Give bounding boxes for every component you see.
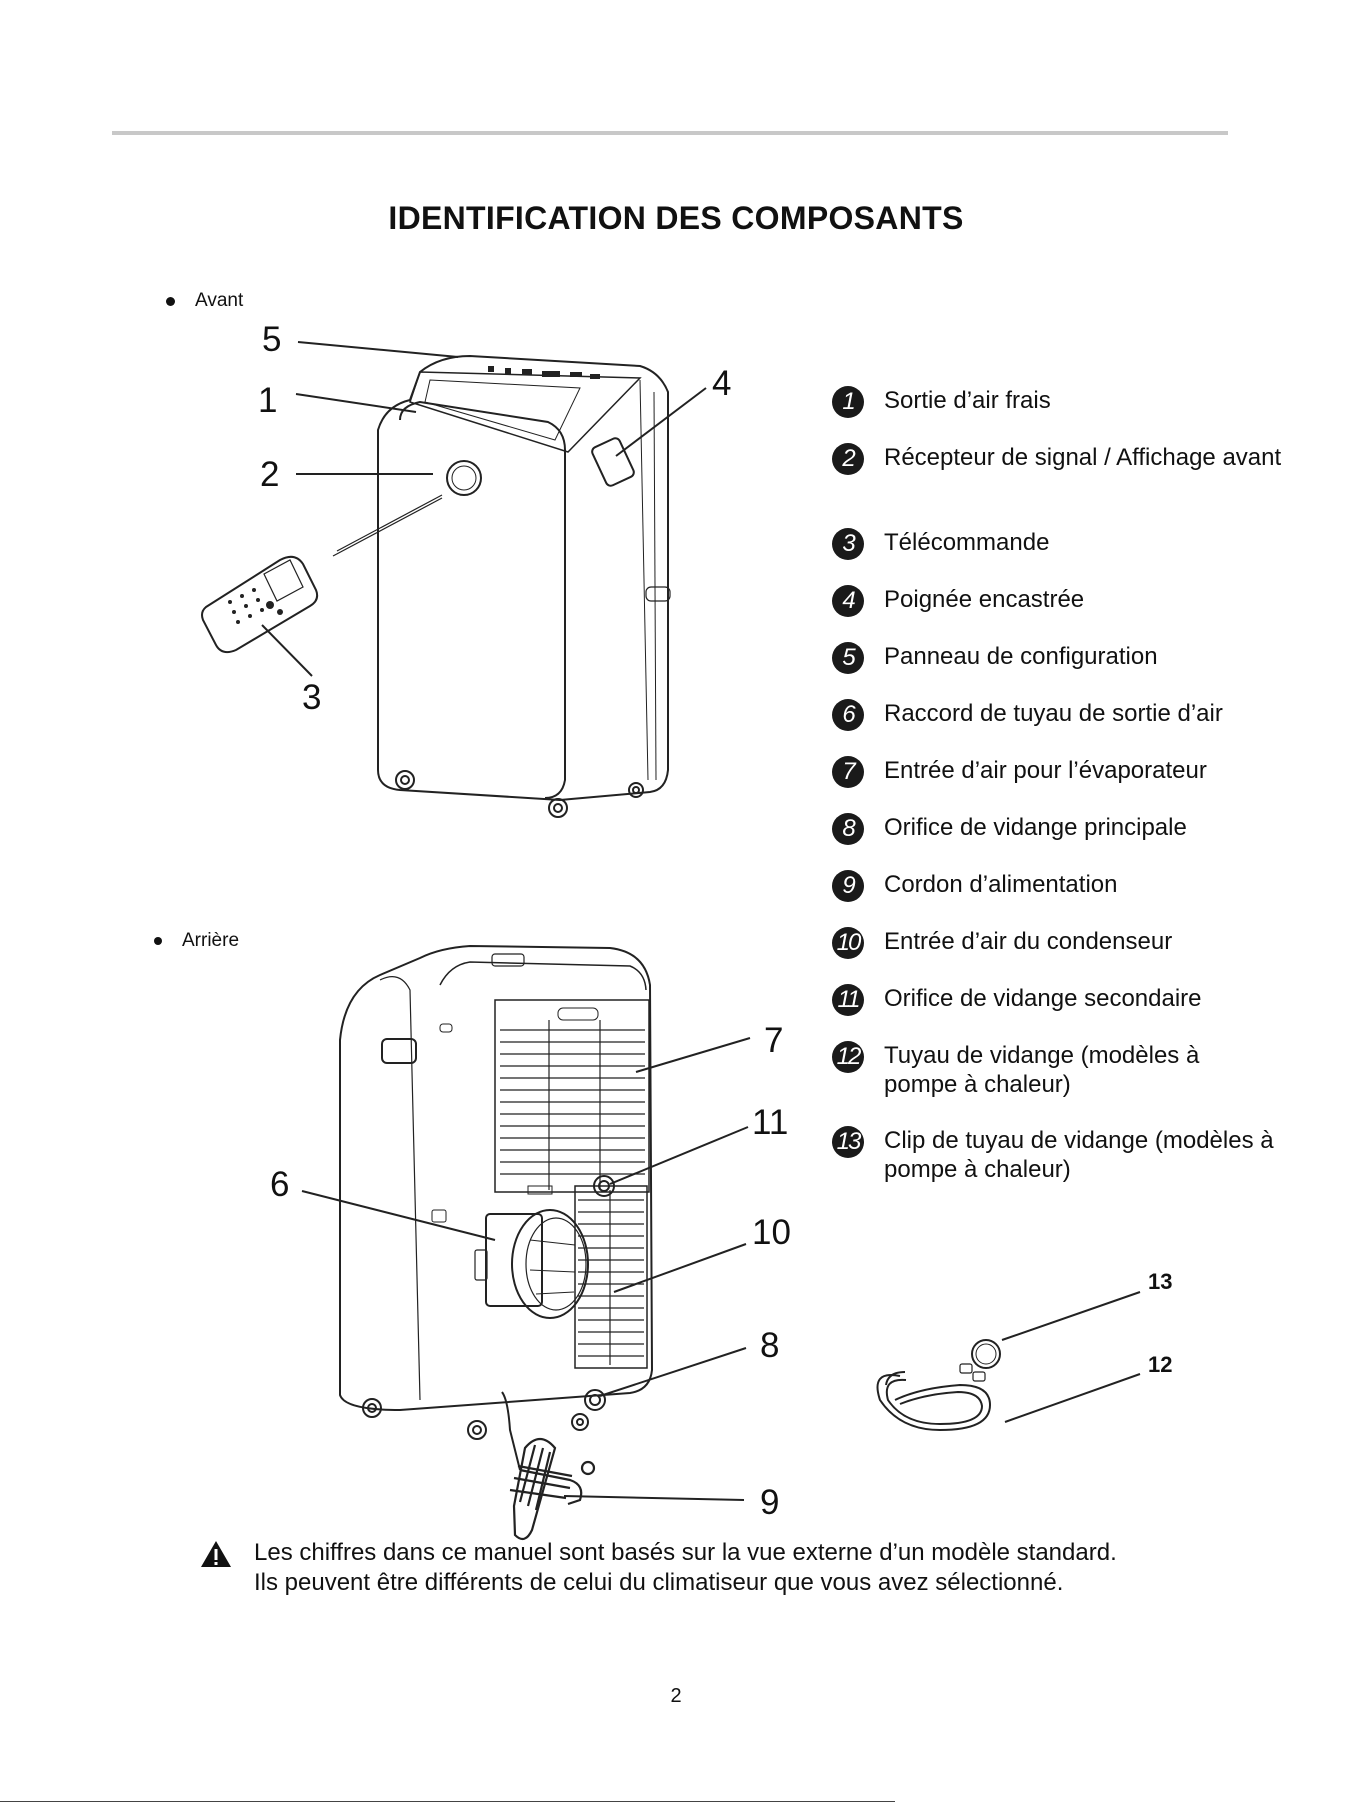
legend-label: Clip de tuyau de vidange (modèles à pomp… — [884, 1126, 1314, 1184]
callout-4: 4 — [712, 366, 731, 401]
legend-label: Orifice de vidange principale — [884, 813, 1187, 842]
drain-clip-drawing — [960, 1340, 1000, 1381]
callout-9: 9 — [760, 1485, 779, 1520]
notice-line-1: Les chiffres dans ce manuel sont basés s… — [254, 1538, 1117, 1568]
callout-3: 3 — [302, 680, 321, 715]
legend-item: 5 Panneau de configuration — [832, 642, 1332, 699]
legend-number-badge: 5 — [832, 642, 864, 674]
legend-label: Entrée d’air pour l’évaporateur — [884, 756, 1207, 785]
legend-item: 11 Orifice de vidange secondaire — [832, 984, 1332, 1041]
legend-item: 10 Entrée d’air du condenseur — [832, 927, 1332, 984]
legend-number-badge: 8 — [832, 813, 864, 845]
callout-7: 7 — [764, 1023, 783, 1058]
notice: Les chiffres dans ce manuel sont basés s… — [200, 1538, 1200, 1598]
legend-number-badge: 11 — [832, 984, 864, 1016]
front-unit-drawing — [378, 356, 670, 817]
legend-item: 7 Entrée d’air pour l’évaporateur — [832, 756, 1332, 813]
legend-number-badge: 3 — [832, 528, 864, 560]
legend-number-badge: 12 — [832, 1041, 864, 1073]
evaporator-grille — [500, 1020, 645, 1190]
callout-12: 12 — [1148, 1354, 1172, 1376]
legend-label: Poignée encastrée — [884, 585, 1084, 614]
legend-label: Sortie d’air frais — [884, 386, 1051, 415]
legend-item: 9 Cordon d’alimentation — [832, 870, 1332, 927]
callout-13: 13 — [1148, 1271, 1172, 1293]
callout-11: 11 — [752, 1105, 788, 1140]
legend-label: Tuyau de vidange (modèles à pompe à chal… — [884, 1041, 1244, 1099]
legend-number-badge: 6 — [832, 699, 864, 731]
legend-item: 4 Poignée encastrée — [832, 585, 1332, 642]
legend-label: Raccord de tuyau de sortie d’air — [884, 699, 1223, 728]
legend-label: Entrée d’air du condenseur — [884, 927, 1172, 956]
legend-label: Orifice de vidange secondaire — [884, 984, 1202, 1013]
callout-6: 6 — [270, 1167, 289, 1202]
legend-item: 2 Récepteur de signal / Affichage avant — [832, 443, 1332, 528]
callout-1: 1 — [258, 383, 277, 418]
remote-control-drawing — [202, 557, 317, 652]
legend-number-badge: 1 — [832, 386, 864, 418]
legend-label: Cordon d’alimentation — [884, 870, 1117, 899]
notice-text: Les chiffres dans ce manuel sont basés s… — [254, 1538, 1117, 1598]
legend-item: 1 Sortie d’air frais — [832, 386, 1332, 443]
legend-number-badge: 9 — [832, 870, 864, 902]
legend-label: Télécommande — [884, 528, 1049, 557]
legend-item: 3 Télécommande — [832, 528, 1332, 585]
legend-item: 12 Tuyau de vidange (modèles à pompe à ch… — [832, 1041, 1332, 1126]
callout-8: 8 — [760, 1328, 779, 1363]
legend-number-badge: 13 — [832, 1126, 864, 1158]
legend-item: 13 Clip de tuyau de vidange (modèles à po… — [832, 1126, 1332, 1211]
callout-2: 2 — [260, 457, 279, 492]
legend-number-badge: 4 — [832, 585, 864, 617]
page-number: 2 — [0, 1685, 1352, 1708]
power-cord-drawing — [510, 1439, 594, 1539]
legend-number-badge: 2 — [832, 443, 864, 475]
callout-10: 10 — [752, 1215, 791, 1250]
legend-item: 6 Raccord de tuyau de sortie d’air — [832, 699, 1332, 756]
warning-icon — [200, 1540, 232, 1568]
legend-label: Récepteur de signal / Affichage avant — [884, 443, 1284, 472]
legend-number-badge: 7 — [832, 756, 864, 788]
rear-unit-drawing — [340, 946, 652, 1470]
callout-5: 5 — [262, 322, 281, 357]
bottom-rule — [0, 1801, 895, 1802]
legend-item: 8 Orifice de vidange principale — [832, 813, 1332, 870]
notice-line-2: Ils peuvent être différents de celui du … — [254, 1568, 1117, 1598]
legend-number-badge: 10 — [832, 927, 864, 959]
legend-label: Panneau de configuration — [884, 642, 1158, 671]
component-legend: 1 Sortie d’air frais 2 Récepteur de signal… — [832, 386, 1332, 1211]
